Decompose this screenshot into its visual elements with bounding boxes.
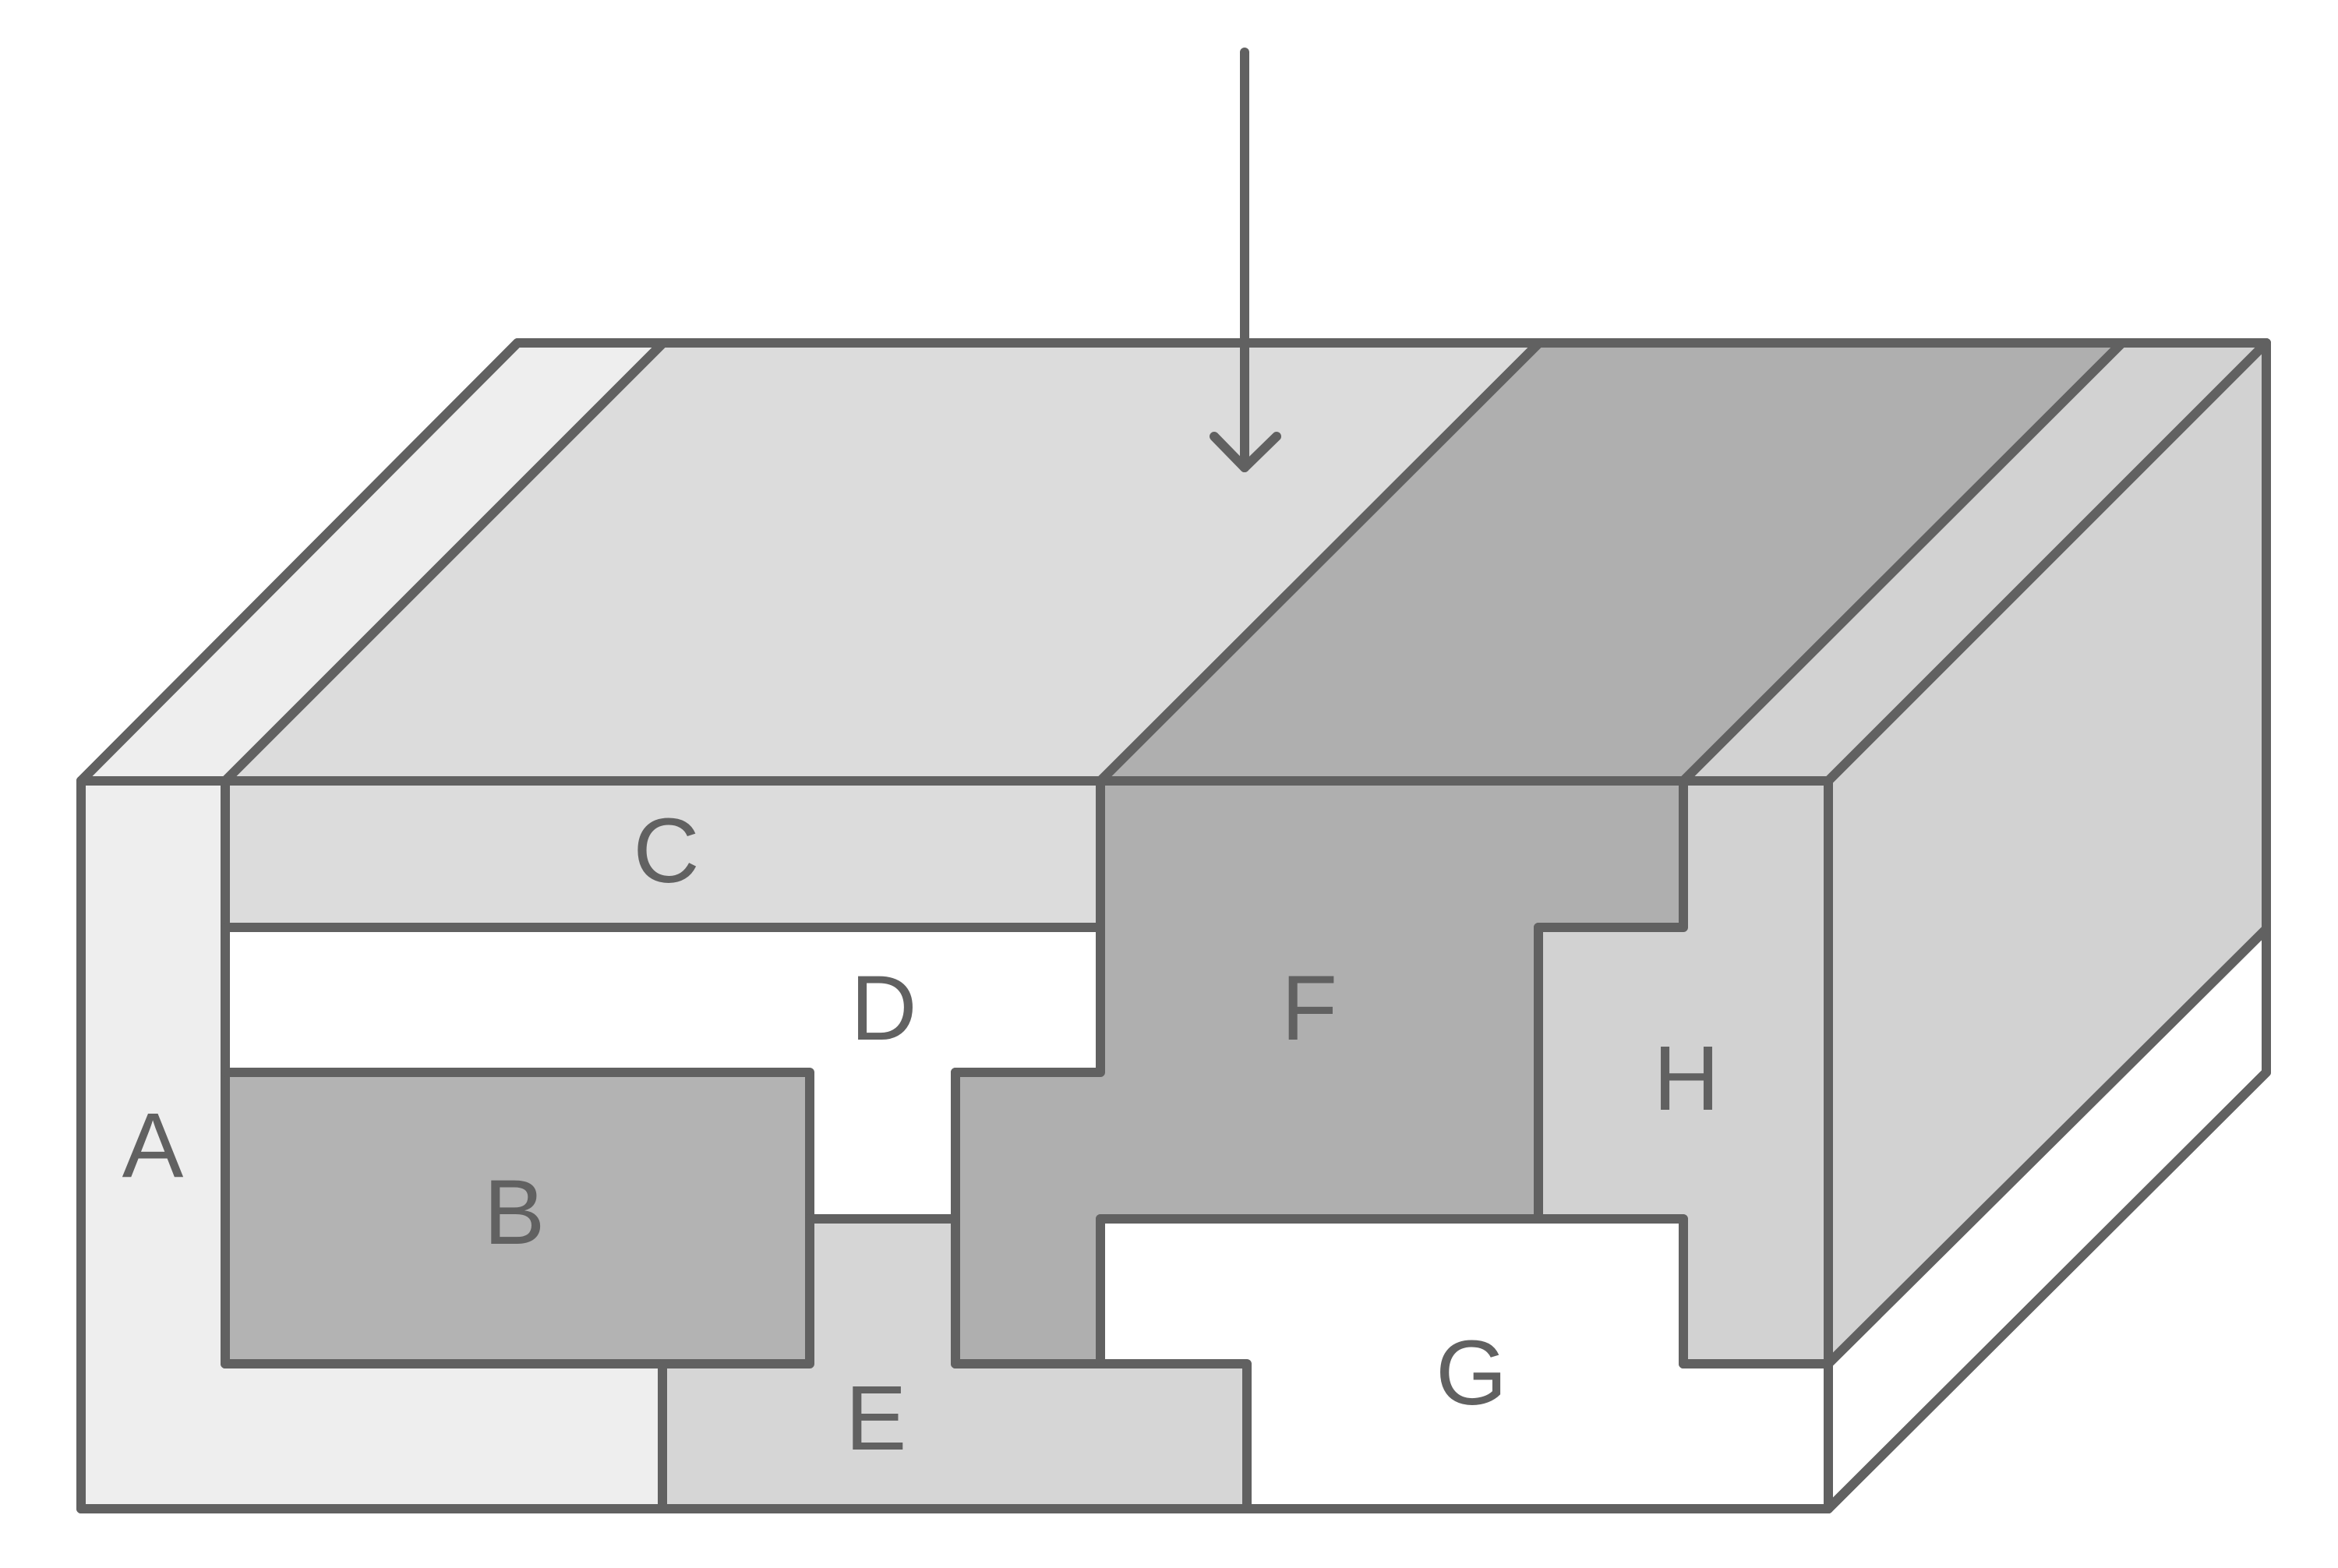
label-g: G: [1436, 1322, 1507, 1425]
label-f: F: [1281, 957, 1337, 1060]
down-arrow-icon: [1210, 48, 1281, 472]
label-a: A: [122, 1094, 184, 1197]
label-e: E: [846, 1367, 907, 1470]
label-b: B: [484, 1161, 546, 1264]
label-d: D: [850, 957, 916, 1060]
label-c: C: [633, 800, 699, 902]
label-h: H: [1653, 1027, 1719, 1130]
